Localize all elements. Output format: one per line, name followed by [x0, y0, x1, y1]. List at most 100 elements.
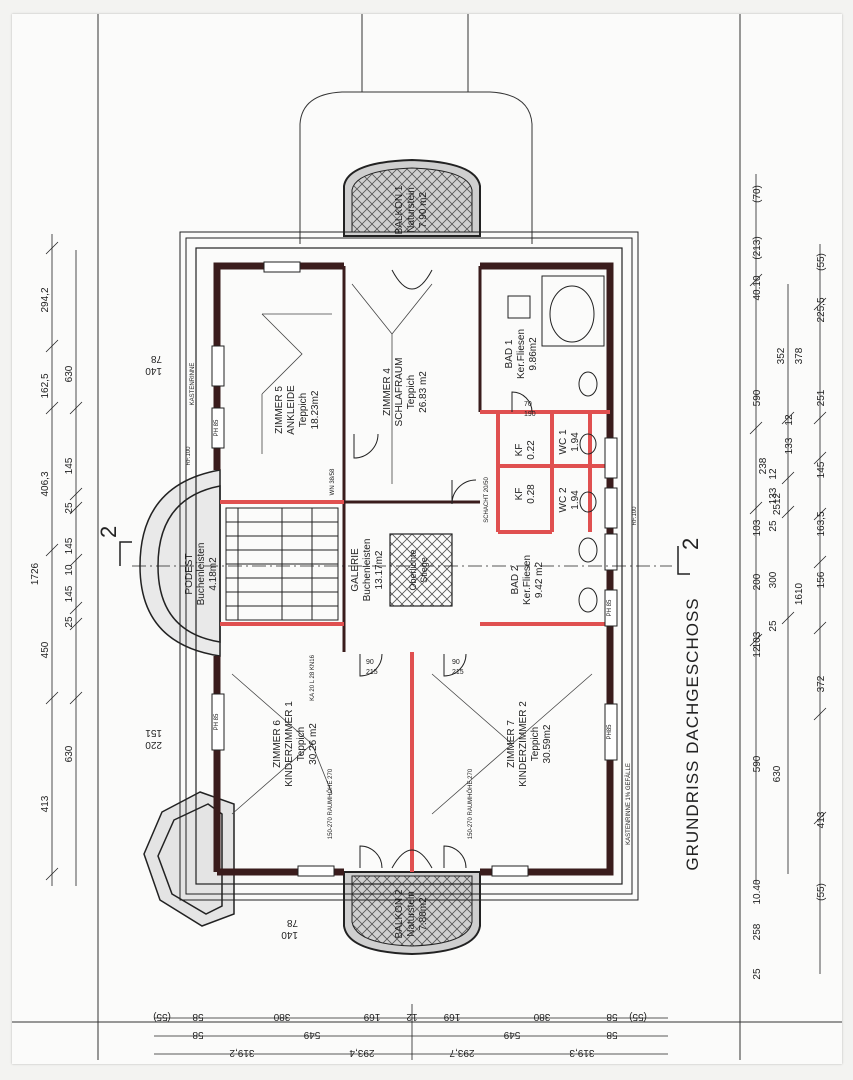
- dim-right-b-2: 378: [794, 347, 805, 364]
- dim-left-outer-4: 450: [40, 641, 51, 658]
- room-bad1-l1: BAD 1: [504, 339, 515, 368]
- dim-window-a-1: 140: [145, 365, 162, 376]
- note-ph85-c: PH 85: [607, 599, 613, 616]
- room-labels: ZIMMER 5 ANKLEIDE Teppich 18.23m2 ZIMMER…: [184, 185, 581, 938]
- plan-notes: 150-270 RAUMHÖHE 270 150-270 RAUMHÖHE 27…: [186, 363, 638, 845]
- dim-left-inner-6: 25: [64, 616, 75, 628]
- dim-right-b-12: 25: [752, 968, 763, 980]
- dim-right-a-7: 200: [752, 573, 763, 590]
- dim-right-b-8: 630: [772, 765, 783, 782]
- room-zimmer5-l4: 18.23m2: [310, 390, 321, 429]
- note-kastenrinne-top: KASTENRINNE: [190, 363, 196, 406]
- dim-right-b-0: (55): [816, 253, 827, 271]
- staircase: [225, 507, 339, 621]
- new-walls: [220, 410, 610, 872]
- dim-left-inner-5: 145: [64, 457, 75, 474]
- dim-window-c-1: 140: [281, 929, 298, 940]
- dim-right-b-4: 145: [816, 461, 827, 478]
- dim-right-a-3: 352: [776, 347, 787, 364]
- room-balkon1-l3: 7.90 m2: [418, 191, 429, 228]
- room-balkon2-l1: BALKON 2: [394, 889, 405, 938]
- room-kf2-l2: 0.28: [526, 484, 537, 504]
- room-zimmer7-l3: Teppich: [530, 727, 541, 761]
- note-ph85-a: PH 85: [214, 419, 220, 436]
- note-schacht: SCHACHT 20/50: [484, 477, 490, 523]
- dim-right-c: [781, 284, 795, 874]
- dim-right-b-7: 372: [816, 675, 827, 692]
- room-bad2-l3: 9.42 m2: [534, 561, 545, 598]
- room-balkon2-l3: 7.80m2: [418, 897, 429, 931]
- room-podest-l3: 4.18m2: [208, 557, 219, 591]
- note-wn: WN 38/58: [330, 468, 336, 495]
- room-zimmer5-l3: Teppich: [298, 393, 309, 427]
- room-wc2-l2: 1.94: [570, 490, 581, 510]
- dim-right-b-1: 225,5: [816, 297, 827, 322]
- dim-left-inner-0: 630: [64, 365, 75, 382]
- dim-bottom-inner-6: 380: [533, 1011, 550, 1022]
- room-balkon2-l2: Naturstein: [406, 891, 417, 937]
- dim-left-inner: [69, 250, 83, 886]
- dim-left-outer-5: 413: [40, 795, 51, 812]
- dim-bottom-inner-8: (55): [629, 1011, 647, 1022]
- dim-right-c-5: 25: [768, 520, 779, 532]
- dim-right-c-7: 1610: [794, 582, 805, 605]
- dim-bottom-outer-2: 293,7: [449, 1047, 474, 1058]
- dim-right-a-5: 238: [758, 457, 769, 474]
- note-kastenrinne: KASTENRINNE 1% GEFÄLLE: [625, 763, 632, 845]
- room-oberlicht-l1: Oberlichte: [408, 549, 418, 590]
- dim-right-b-10: (55): [816, 883, 827, 901]
- dim-window-a-0: 78: [150, 353, 162, 364]
- room-zimmer4-l4: 26.83 m2: [418, 371, 429, 413]
- note-rf-a: RF.100: [186, 446, 192, 466]
- room-wc1-l2: 1.94: [570, 432, 581, 452]
- note-raumhoehe-2: 150-270 RAUMHÖHE 270: [467, 768, 474, 839]
- roof-slope-lines: [231, 283, 593, 815]
- section-marker-left: 2: [96, 526, 121, 538]
- room-zimmer4-l1: ZIMMER 4: [382, 368, 393, 416]
- dim-right-c-4: 2512: [772, 492, 783, 515]
- dim-left-outer-3: 1726: [30, 562, 41, 585]
- sheet-frame: [12, 14, 842, 1060]
- room-galerie-l1: GALERIE: [350, 548, 361, 592]
- dim-bottom-mid-0: 58: [192, 1029, 204, 1040]
- dim-right-c-3: 133: [768, 487, 779, 504]
- dim-right-a: [749, 174, 763, 884]
- dim-bottom-mid-3: 58: [606, 1029, 618, 1040]
- dim-bottom-inner-2: 380: [273, 1011, 290, 1022]
- dim-right-c-8: 25: [768, 620, 779, 632]
- balcony-1: [343, 158, 481, 237]
- dim-left-inner-1: 145: [64, 537, 75, 554]
- room-zimmer4-l3: Teppich: [406, 375, 417, 409]
- dim-door-b-1: 215: [452, 669, 464, 676]
- room-bad2-l2: Ker.Fliesen: [522, 555, 533, 605]
- dim-right-b-9: 413: [816, 811, 827, 828]
- dim-bottom-mid-1: 549: [303, 1029, 320, 1040]
- dim-left-outer-1: 162,5: [40, 373, 51, 398]
- dim-left-outer-0: 294,2: [40, 287, 51, 312]
- room-zimmer6-l3: Teppich: [296, 727, 307, 761]
- dim-right-b-5: 163,5: [816, 511, 827, 536]
- note-ph85-b: PH 85: [214, 713, 220, 730]
- dim-right-a-0: (70): [752, 185, 763, 203]
- floor-plan: ZIMMER 5 ANKLEIDE Teppich 18.23m2 ZIMMER…: [12, 14, 842, 1060]
- room-kf2-l1: KF: [514, 488, 525, 501]
- dim-bottom-inner-5: 169: [443, 1011, 460, 1022]
- section-marker-right: 2: [678, 538, 703, 550]
- note-raumhoehe-1: 150-270 RAUMHÖHE 270: [327, 768, 334, 839]
- bathroom-fixtures: [507, 275, 605, 613]
- dim-door-c-0: 70: [524, 401, 532, 408]
- room-zimmer7-l4: 30.59m2: [542, 724, 553, 763]
- dim-right-a-11: 10.40: [752, 879, 763, 904]
- room-zimmer5-l2: ANKLEIDE: [286, 385, 297, 435]
- dim-right-a-9: 103: [752, 631, 763, 648]
- room-oberlicht-l2: Stiege: [419, 557, 429, 583]
- room-podest-l2: Buchenleisten: [196, 543, 207, 606]
- dim-bottom-outer-3: 319,3: [569, 1047, 594, 1058]
- dim-right-c-0: 12: [784, 414, 795, 426]
- dim-bottom-mid-2: 549: [503, 1029, 520, 1040]
- room-zimmer4-l2: SCHLAFRAUM: [394, 358, 405, 427]
- room-zimmer6-l1: ZIMMER 6: [272, 720, 283, 768]
- dim-left-outer-2: 406,3: [40, 471, 51, 496]
- dim-door-b-0: 90: [452, 659, 460, 666]
- dim-bottom-inner-7: 58: [606, 1011, 618, 1022]
